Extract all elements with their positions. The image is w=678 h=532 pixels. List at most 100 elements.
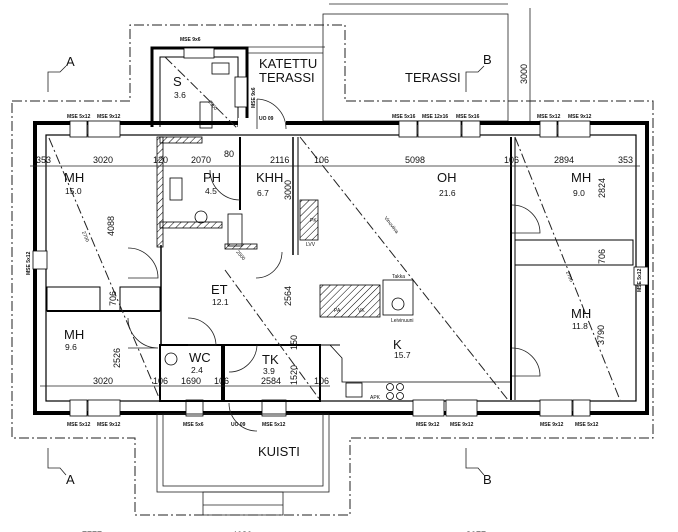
diagonal-lines <box>48 56 621 401</box>
dim-text: 120 <box>153 155 168 165</box>
room-mh-nw-name: MH <box>64 170 84 185</box>
room-wc-area: 2.4 <box>191 365 203 375</box>
dim-text: 150 <box>289 335 299 350</box>
window-sw-2[interactable] <box>87 399 121 417</box>
door-mh-ne[interactable] <box>511 204 541 234</box>
exterior-wall-inner <box>45 134 637 402</box>
kitchen-fixtures <box>164 177 512 400</box>
window-sauna-top[interactable] <box>183 47 215 59</box>
fixture-label-leivinuuni: Leivinuuni <box>391 318 414 324</box>
fixture-label-vk: VK <box>358 308 365 314</box>
window-n-1[interactable] <box>398 120 418 138</box>
dim-text: 2894 <box>554 155 574 165</box>
door-khh[interactable] <box>255 251 283 279</box>
dim-text: 2584 <box>261 376 281 386</box>
dim-text: 353 <box>618 155 633 165</box>
window-label: MSE 5x12 <box>575 422 599 428</box>
window-label: MSE 9x12 <box>97 422 121 428</box>
entrance-door-top[interactable] <box>256 98 287 130</box>
window-label: MSE 5x16 <box>392 114 416 120</box>
dim-text: 4088 <box>106 216 116 236</box>
dim-text: 706 <box>597 249 607 264</box>
interior-walls <box>46 136 634 402</box>
room-mh-sw-area: 9.6 <box>65 342 77 352</box>
window-label: MSE 9x12 <box>450 422 474 428</box>
window-label: MSE 9x12 <box>97 114 121 120</box>
window-sauna-side[interactable] <box>234 76 248 108</box>
window-label: MSE 5x16 <box>456 114 480 120</box>
dim-text: 106 <box>214 376 229 386</box>
window-se-1[interactable] <box>539 399 573 417</box>
dim-text: 7777 <box>82 530 102 532</box>
window-label: MSE 9x6 <box>251 87 257 108</box>
door-tk[interactable] <box>228 344 258 373</box>
door-wc[interactable] <box>187 317 217 346</box>
covered-terrace-outline <box>247 46 325 54</box>
window-west[interactable] <box>32 250 48 270</box>
dim-text: 706 <box>108 291 118 306</box>
window-nw-2[interactable] <box>87 120 121 138</box>
window-k-1[interactable] <box>412 399 445 417</box>
fixture-labels: Takka Leivinuuni PA VK APK LVV PK <box>306 218 414 401</box>
room-tk-area: 3.9 <box>263 366 275 376</box>
dim-text: 3790 <box>596 325 606 345</box>
entrance-door-bottom[interactable] <box>228 402 258 432</box>
door-mh-se[interactable] <box>511 347 541 377</box>
window-n-3[interactable] <box>461 120 481 138</box>
dim-text: 106 <box>153 376 168 386</box>
dim-text: 106 <box>314 376 329 386</box>
section-a-top: A <box>66 54 75 69</box>
room-s-area: 3.6 <box>174 90 186 100</box>
window-label: MSE 5x12 <box>637 268 643 292</box>
room-khh-name: KHH <box>256 170 283 185</box>
dim-text: 2564 <box>283 286 293 306</box>
window-k-2[interactable] <box>445 399 478 417</box>
door-mh-nw[interactable] <box>127 247 159 279</box>
room-mh-ne-name: MH <box>571 170 591 185</box>
sauna-heater-icon <box>211 62 230 75</box>
dim-text: 2824 <box>597 178 607 198</box>
window-ne-1[interactable] <box>539 120 558 138</box>
window-label: UO 09 <box>231 422 246 428</box>
window-nw-1[interactable] <box>69 120 88 138</box>
room-mh-ne-area: 9.0 <box>573 188 585 198</box>
window-label: MSE 5x12 <box>262 422 286 428</box>
room-mh-sw-name: MH <box>64 327 84 342</box>
door-mh-sw[interactable] <box>127 317 159 349</box>
dim-text: 1520 <box>289 365 299 385</box>
dim-text: 353 <box>36 155 51 165</box>
dim-text: 3000 <box>519 64 529 84</box>
window-se-2[interactable] <box>572 399 591 417</box>
dim-text: 5098 <box>405 155 425 165</box>
room-oh-name: OH <box>437 170 457 185</box>
door-ph[interactable] <box>209 169 241 201</box>
room-wc-name: WC <box>189 350 211 365</box>
window-east[interactable] <box>633 266 649 286</box>
interior-doors <box>127 169 541 432</box>
window-label: MSE 9x12 <box>540 422 564 428</box>
window-label: MSE 5x12 <box>26 251 32 275</box>
window-label: MSE 5x12 <box>67 422 91 428</box>
diagonal-label: Vinoviiva <box>382 216 399 236</box>
fixture-label-pk: PK <box>310 218 317 224</box>
room-mh-se-area: 11.8 <box>572 321 588 331</box>
window-n-2[interactable] <box>417 120 462 138</box>
dim-text: 3020 <box>93 155 113 165</box>
exterior-wall-outer <box>33 121 649 415</box>
dim-text: 4680 <box>232 530 252 532</box>
section-a-bottom: A <box>66 472 75 487</box>
window-label: MSE 9x6 <box>180 37 201 43</box>
dim-text: 2070 <box>191 155 211 165</box>
dim-text: 80 <box>224 149 234 159</box>
sauna-wall <box>150 46 249 127</box>
window-ne-2[interactable] <box>557 120 591 138</box>
window-sw-1[interactable] <box>69 399 88 417</box>
fixture-label-takka: Takka <box>392 274 405 280</box>
fixture-label-pa: PA <box>334 308 341 314</box>
dim-text: 3020 <box>93 376 113 386</box>
room-k-area: 15.7 <box>394 350 411 360</box>
fixture-label-lvv: LVV <box>306 242 316 248</box>
window-label: MSE 5x6 <box>183 422 204 428</box>
dim-text: 2700 <box>564 270 574 283</box>
